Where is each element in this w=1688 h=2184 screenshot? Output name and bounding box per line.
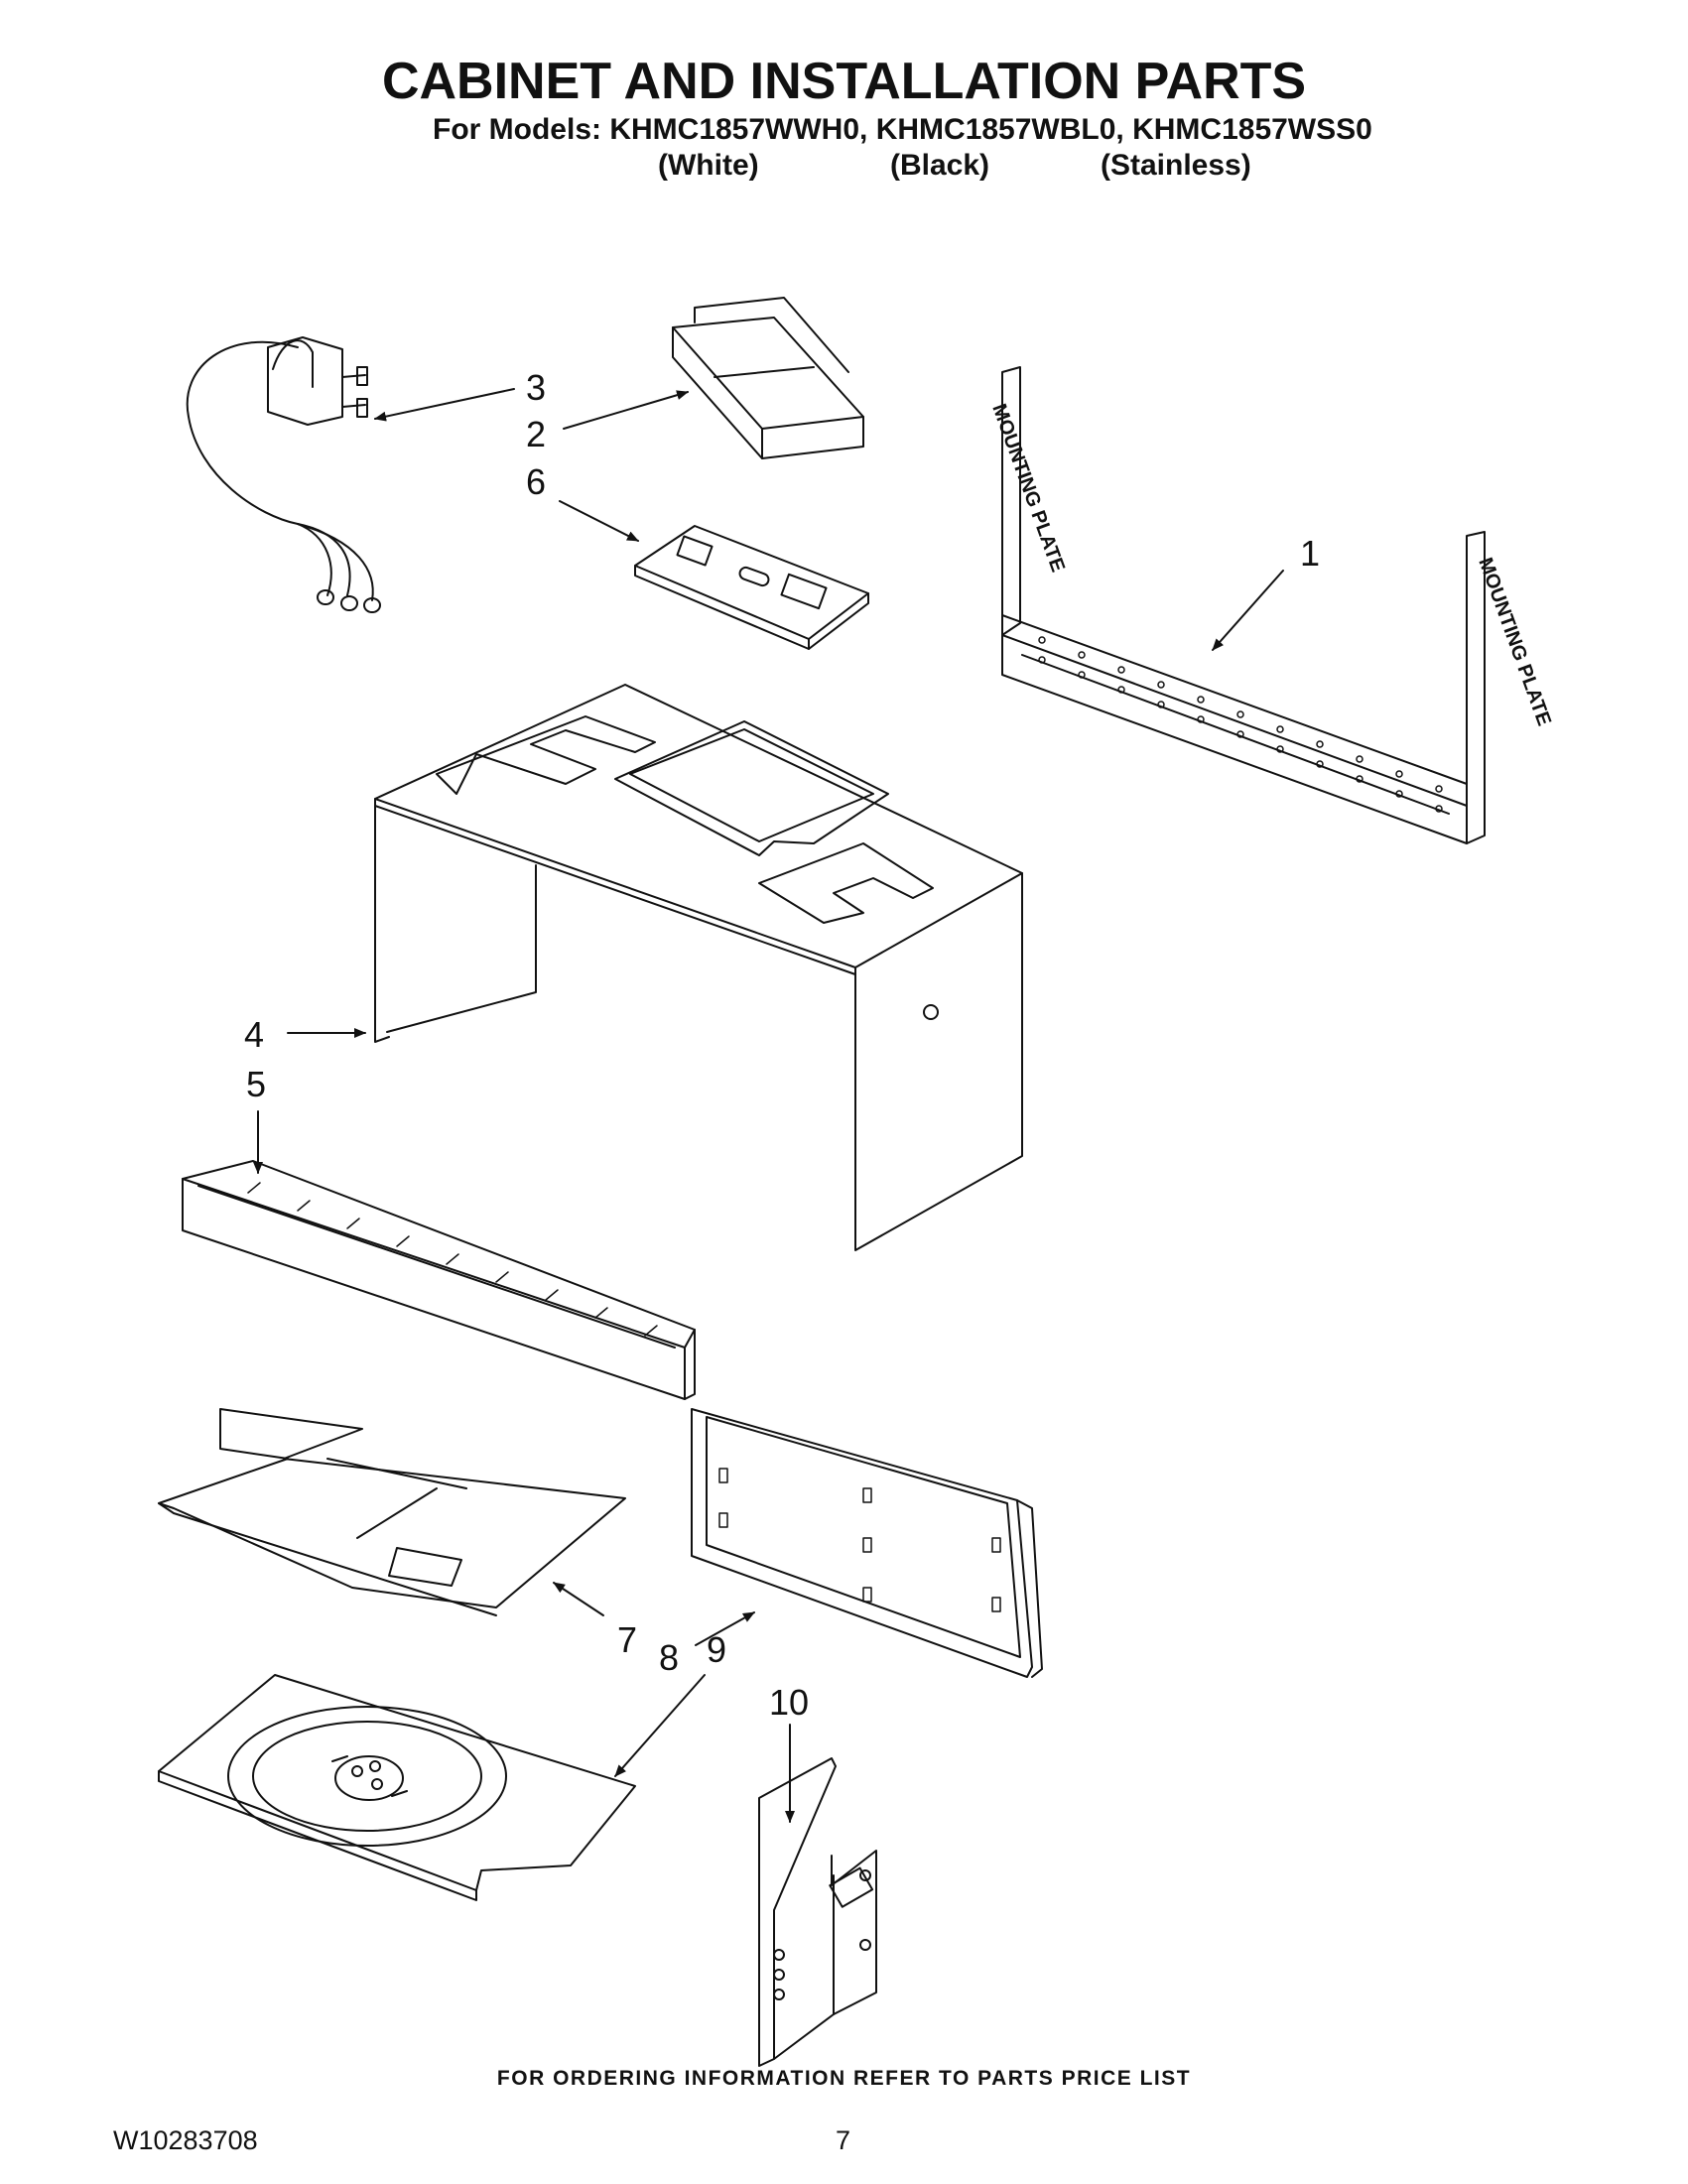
arrow-9: [614, 1674, 706, 1777]
callout-5: 5: [246, 1064, 266, 1104]
frame-part: [691, 1408, 1043, 1678]
ordering-note: FOR ORDERING INFORMATION REFER TO PARTS …: [496, 2067, 1192, 2090]
arrow-3: [374, 388, 515, 422]
callout-2: 2: [526, 414, 546, 454]
document-number: W10283708: [113, 2125, 258, 2155]
arrow-2: [563, 390, 689, 430]
callout-10: 10: [769, 1682, 809, 1723]
bracket-plate-part: [634, 525, 869, 650]
callout-8: 8: [659, 1637, 679, 1678]
page-title: CABINET AND INSTALLATION PARTS: [381, 53, 1307, 110]
arrow-8: [695, 1611, 755, 1646]
power-cord-part: [186, 336, 381, 613]
floor-plate-part: [158, 1674, 636, 1901]
mounting-plate-part: MOUNTING PLATE MOUNTING PLATE: [987, 366, 1555, 844]
variant-white: (White): [658, 149, 759, 182]
models-line: For Models: KHMC1857WWH0, KHMC1857WBL0, …: [433, 113, 1372, 146]
variant-black: (Black): [890, 149, 990, 182]
callout-4: 4: [244, 1014, 264, 1055]
mounting-plate-label-right: MOUNTING PLATE: [1474, 555, 1555, 728]
arrow-7: [553, 1582, 604, 1616]
callout-6: 6: [526, 461, 546, 502]
damper-part: [672, 297, 864, 459]
callout-3: 3: [526, 367, 546, 408]
callout-9: 9: [707, 1629, 726, 1670]
bottom-plate-part: [158, 1408, 626, 1616]
arrow-6: [559, 500, 639, 542]
side-bracket-part: [758, 1757, 877, 2067]
callout-1: 1: [1300, 533, 1320, 574]
mounting-plate-label-left: MOUNTING PLATE: [987, 401, 1069, 575]
callout-numbers: 1 2 3 4 5 6 7 8 9 10: [244, 367, 1320, 1723]
callout-7: 7: [617, 1619, 637, 1660]
vent-grille-part: [182, 1160, 696, 1400]
variant-stainless: (Stainless): [1101, 149, 1251, 182]
cabinet-wrapper-part: [374, 684, 1023, 1251]
page-number: 7: [836, 2125, 851, 2155]
arrow-1: [1212, 570, 1284, 651]
callout-arrows: [253, 388, 1284, 1823]
